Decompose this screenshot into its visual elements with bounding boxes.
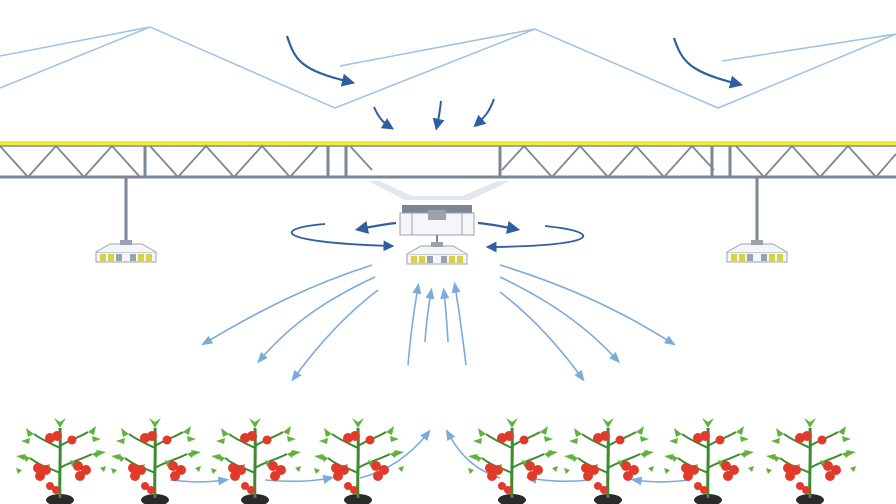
circulation-arrows (290, 220, 585, 253)
steel-truss (0, 141, 896, 179)
greenhouse-roof (0, 26, 896, 109)
grow-light-fixture-left (95, 177, 157, 263)
roof-inflow-arrows (285, 35, 744, 131)
tomato-plant (312, 416, 406, 504)
grow-light-fixture-center (406, 241, 468, 265)
tomato-plant (209, 416, 303, 504)
tomato-plant (109, 416, 203, 504)
tomato-plant (466, 416, 560, 504)
upflow-arrows (407, 281, 467, 366)
tomato-plant (764, 416, 858, 504)
tomato-plants (14, 416, 858, 504)
tomato-plant (662, 416, 756, 504)
tomato-plant (562, 416, 656, 504)
downflow-arrows (201, 264, 676, 382)
hvac-fan-unit (368, 181, 510, 246)
tomato-plant (14, 416, 108, 504)
grow-light-fixture-right (726, 177, 788, 263)
